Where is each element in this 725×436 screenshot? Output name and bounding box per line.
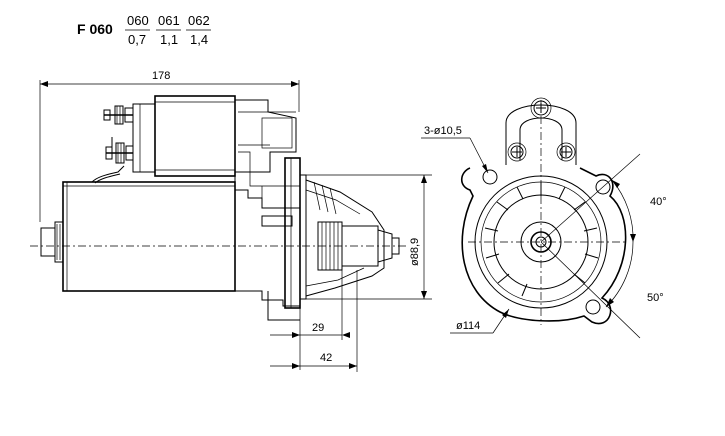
top-terminal [533, 100, 549, 116]
bolt-hole-lower-right [585, 299, 601, 315]
label-diameter-mount: ø88,9 [409, 238, 421, 266]
right-terminal [559, 145, 573, 159]
label-pinion-offset: 29 [312, 322, 324, 334]
label-angle-lower: 50° [647, 292, 664, 304]
model-code: F 060 [77, 21, 113, 37]
angle-arc-lower [605, 241, 634, 308]
housing-ribs [484, 182, 599, 297]
variant-value-1: 0,7 [128, 32, 146, 47]
label-flange-offset: 42 [320, 352, 332, 364]
label-overall-length: 178 [152, 70, 170, 82]
dimension-flange-offset: 42 [270, 270, 358, 372]
nose-housing [305, 179, 385, 297]
variant-code-2: 061 [158, 13, 180, 28]
header: F 060 060 0,7 061 1,1 062 1,4 [77, 13, 211, 47]
rear-cap [40, 227, 56, 257]
cable [91, 165, 125, 183]
side-view: 178 [30, 70, 432, 372]
angle-arc-upper [611, 179, 634, 243]
dimension-pinion-offset: 29 [270, 270, 350, 370]
variant-code-3: 062 [188, 13, 210, 28]
terminal-upper [103, 105, 134, 125]
bolt-hole-upper-left [482, 169, 498, 185]
label-flange-diameter: ø114 [456, 320, 480, 332]
bolt-hole-upper-right [595, 179, 611, 195]
housing-outer-ring [474, 175, 608, 309]
variant-code-1: 060 [127, 13, 149, 28]
terminal-lower [105, 137, 134, 164]
dimension-diameter-mount: ø88,9 [306, 174, 432, 300]
variant-value-3: 1,4 [190, 32, 208, 47]
label-bolt-holes: 3-ø10,5 [424, 125, 462, 137]
label-angle-upper: 40° [650, 196, 667, 208]
dimension-overall-length: 178 [39, 70, 300, 222]
mounting-flange [284, 157, 301, 309]
variant-value-2: 1,1 [160, 32, 178, 47]
left-terminal [510, 145, 524, 159]
solenoid [154, 95, 236, 177]
mounting-flange-face [460, 167, 627, 325]
shaft [530, 231, 552, 253]
front-view: 3-ø10,5 40° 50° ø114 [421, 97, 667, 339]
dimension-flange-diameter: ø114 [450, 308, 510, 334]
motor-body [62, 181, 236, 292]
dimension-bolt-holes: 3-ø10,5 [421, 125, 489, 174]
